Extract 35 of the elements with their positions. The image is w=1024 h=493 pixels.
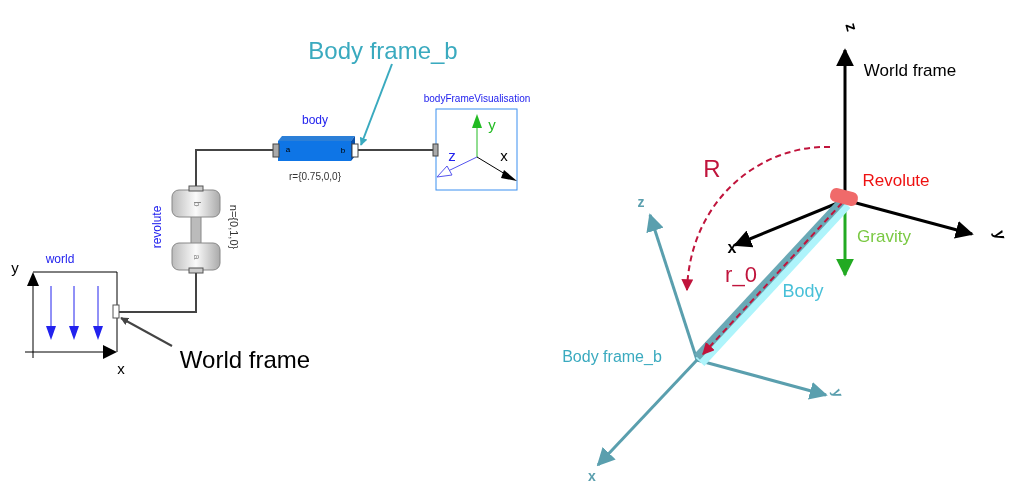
- block-name: world: [45, 253, 75, 265]
- block-name: body: [302, 114, 328, 126]
- axis-label: y: [991, 228, 1009, 242]
- axis-label: y: [830, 386, 846, 400]
- frame-label: World frame: [863, 61, 957, 79]
- parameter-text: r={0.75,0,0}: [289, 172, 341, 182]
- axis-label: z: [842, 21, 860, 33]
- parameter-text: n={0,1,0}: [227, 204, 239, 250]
- body-label: Body: [782, 282, 824, 300]
- port-label: a: [191, 254, 201, 260]
- joint-label: Revolute: [862, 171, 930, 189]
- block-name: bodyFrameVisualisation: [423, 94, 531, 104]
- axis-label: z: [637, 195, 645, 209]
- axis-label: x: [117, 360, 125, 376]
- frame-label: Body frame_b: [562, 349, 662, 365]
- gravity-label: Gravity: [857, 227, 911, 245]
- connection-line: [357, 149, 434, 151]
- angle-label: R: [703, 157, 721, 181]
- callout-text: World frame: [179, 348, 311, 372]
- vector-label: r_0: [725, 264, 757, 286]
- port-label: a: [285, 146, 291, 154]
- leader-arrow: [359, 63, 393, 146]
- axis-label: x: [500, 147, 508, 163]
- callout-text: Body frame_b: [308, 39, 458, 63]
- axis-label: x: [588, 469, 596, 483]
- axis-label: z: [448, 147, 456, 163]
- axis-label: y: [488, 116, 496, 132]
- axis-label: x: [727, 240, 737, 256]
- leader-arrow: [120, 317, 173, 347]
- port-label: b: [191, 201, 201, 207]
- connection-line: [118, 272, 197, 313]
- block-name: revolute: [151, 205, 163, 249]
- connection-line: [195, 149, 274, 187]
- axis-label: y: [11, 259, 19, 275]
- port-label: b: [340, 147, 346, 155]
